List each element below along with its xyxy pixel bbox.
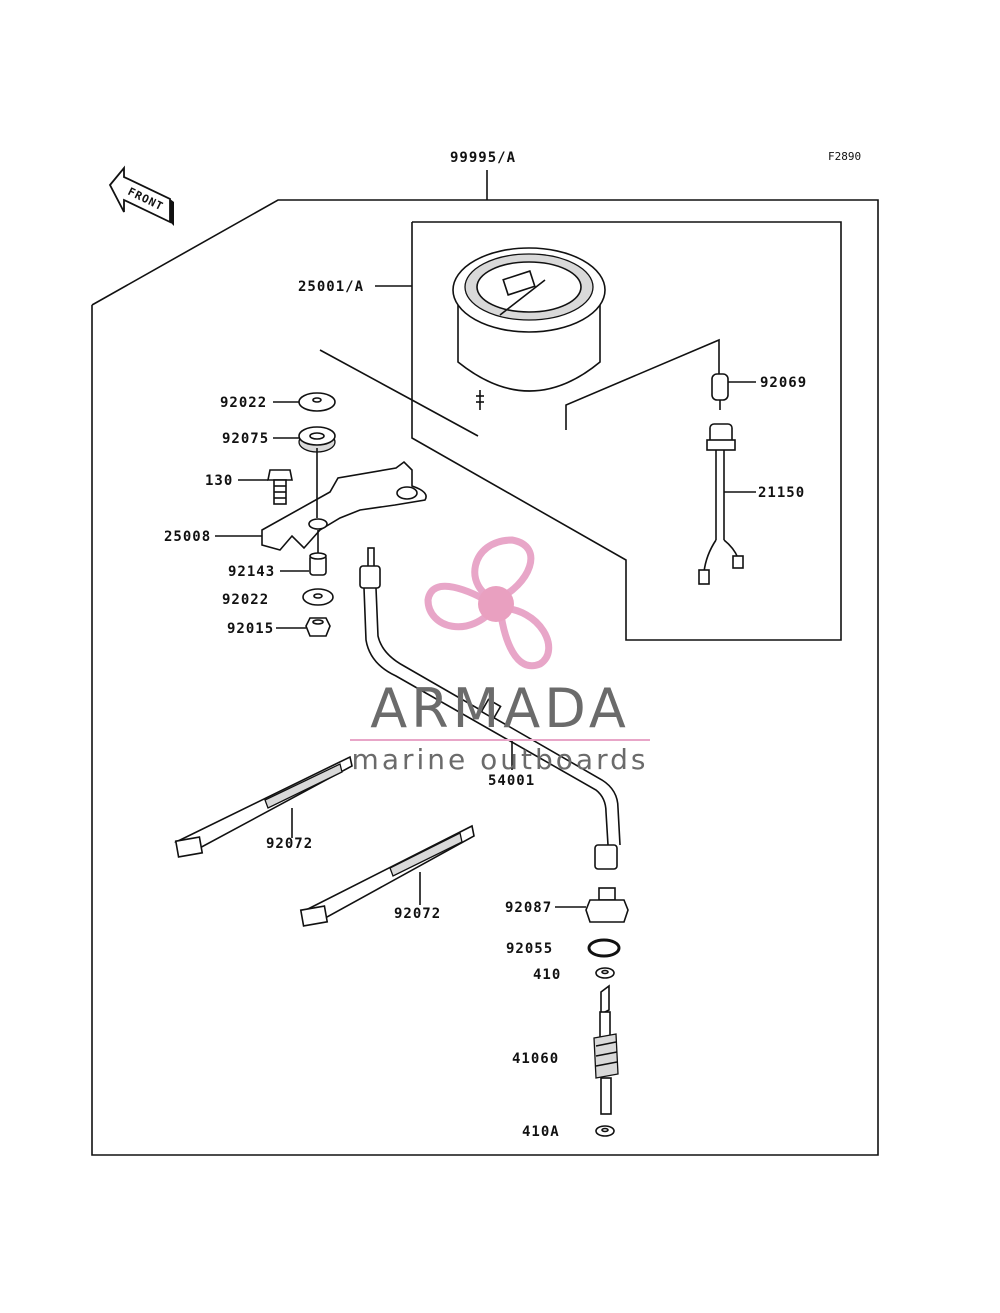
speedometer bbox=[452, 247, 606, 410]
callout-band-left: 92072 bbox=[266, 836, 313, 852]
callout-nut: 92015 bbox=[227, 621, 274, 637]
figure-code: F2890 bbox=[828, 150, 861, 163]
callout-bulb: 92069 bbox=[760, 375, 807, 391]
cable-tie-left: 92072 bbox=[174, 755, 353, 858]
watermark-brand: ARMADA bbox=[370, 677, 630, 740]
callout-washer-top: 92022 bbox=[220, 395, 267, 411]
collar: 92143 bbox=[228, 530, 327, 580]
callout-washer-410: 410 bbox=[533, 967, 561, 983]
bolt: 130 bbox=[205, 469, 293, 505]
socket: 21150 bbox=[698, 423, 805, 585]
callout-socket: 21150 bbox=[758, 485, 805, 501]
speedometer-cable: 54001 bbox=[359, 547, 621, 870]
callout-bracket: 25008 bbox=[164, 529, 211, 545]
grommet: 92075 bbox=[222, 426, 336, 453]
callout-grommet: 92075 bbox=[222, 431, 269, 447]
washer-top: 92022 bbox=[220, 392, 336, 412]
washer-410: 410 bbox=[533, 967, 615, 983]
watermark-tagline: marine outboards bbox=[352, 743, 649, 776]
oring: 92055 bbox=[506, 938, 621, 958]
callout-band-right: 92072 bbox=[394, 906, 441, 922]
nut: 92015 bbox=[227, 617, 331, 637]
meter-frame: 25001/A bbox=[298, 221, 842, 641]
callout-washer-bottom: 92022 bbox=[222, 592, 269, 608]
callout-washer-410a: 410A bbox=[522, 1124, 560, 1140]
bracket: 25008 bbox=[164, 448, 427, 551]
bulb: 92069 bbox=[711, 373, 807, 410]
front-arrow-icon: FRONT bbox=[108, 165, 174, 226]
drive-gear: 41060 bbox=[512, 984, 619, 1115]
callout-fitting: 92087 bbox=[505, 900, 552, 916]
callout-gear: 41060 bbox=[512, 1051, 559, 1067]
armada-logo: ARMADA marine outboards bbox=[350, 536, 650, 776]
callout-kit: 99995/A bbox=[450, 150, 516, 166]
kit-frame: 99995/A bbox=[91, 150, 879, 1156]
callout-meter: 25001/A bbox=[298, 279, 364, 295]
cable-tie-right: 92072 bbox=[299, 824, 475, 927]
callout-collar: 92143 bbox=[228, 564, 275, 580]
washer-bottom: 92022 bbox=[222, 588, 334, 608]
callout-oring: 92055 bbox=[506, 941, 553, 957]
fitting: 92087 bbox=[505, 887, 629, 923]
washer-410a: 410A bbox=[522, 1124, 615, 1140]
propeller-icon bbox=[424, 536, 553, 670]
callout-cable: 54001 bbox=[488, 773, 535, 789]
callout-bolt: 130 bbox=[205, 473, 233, 489]
